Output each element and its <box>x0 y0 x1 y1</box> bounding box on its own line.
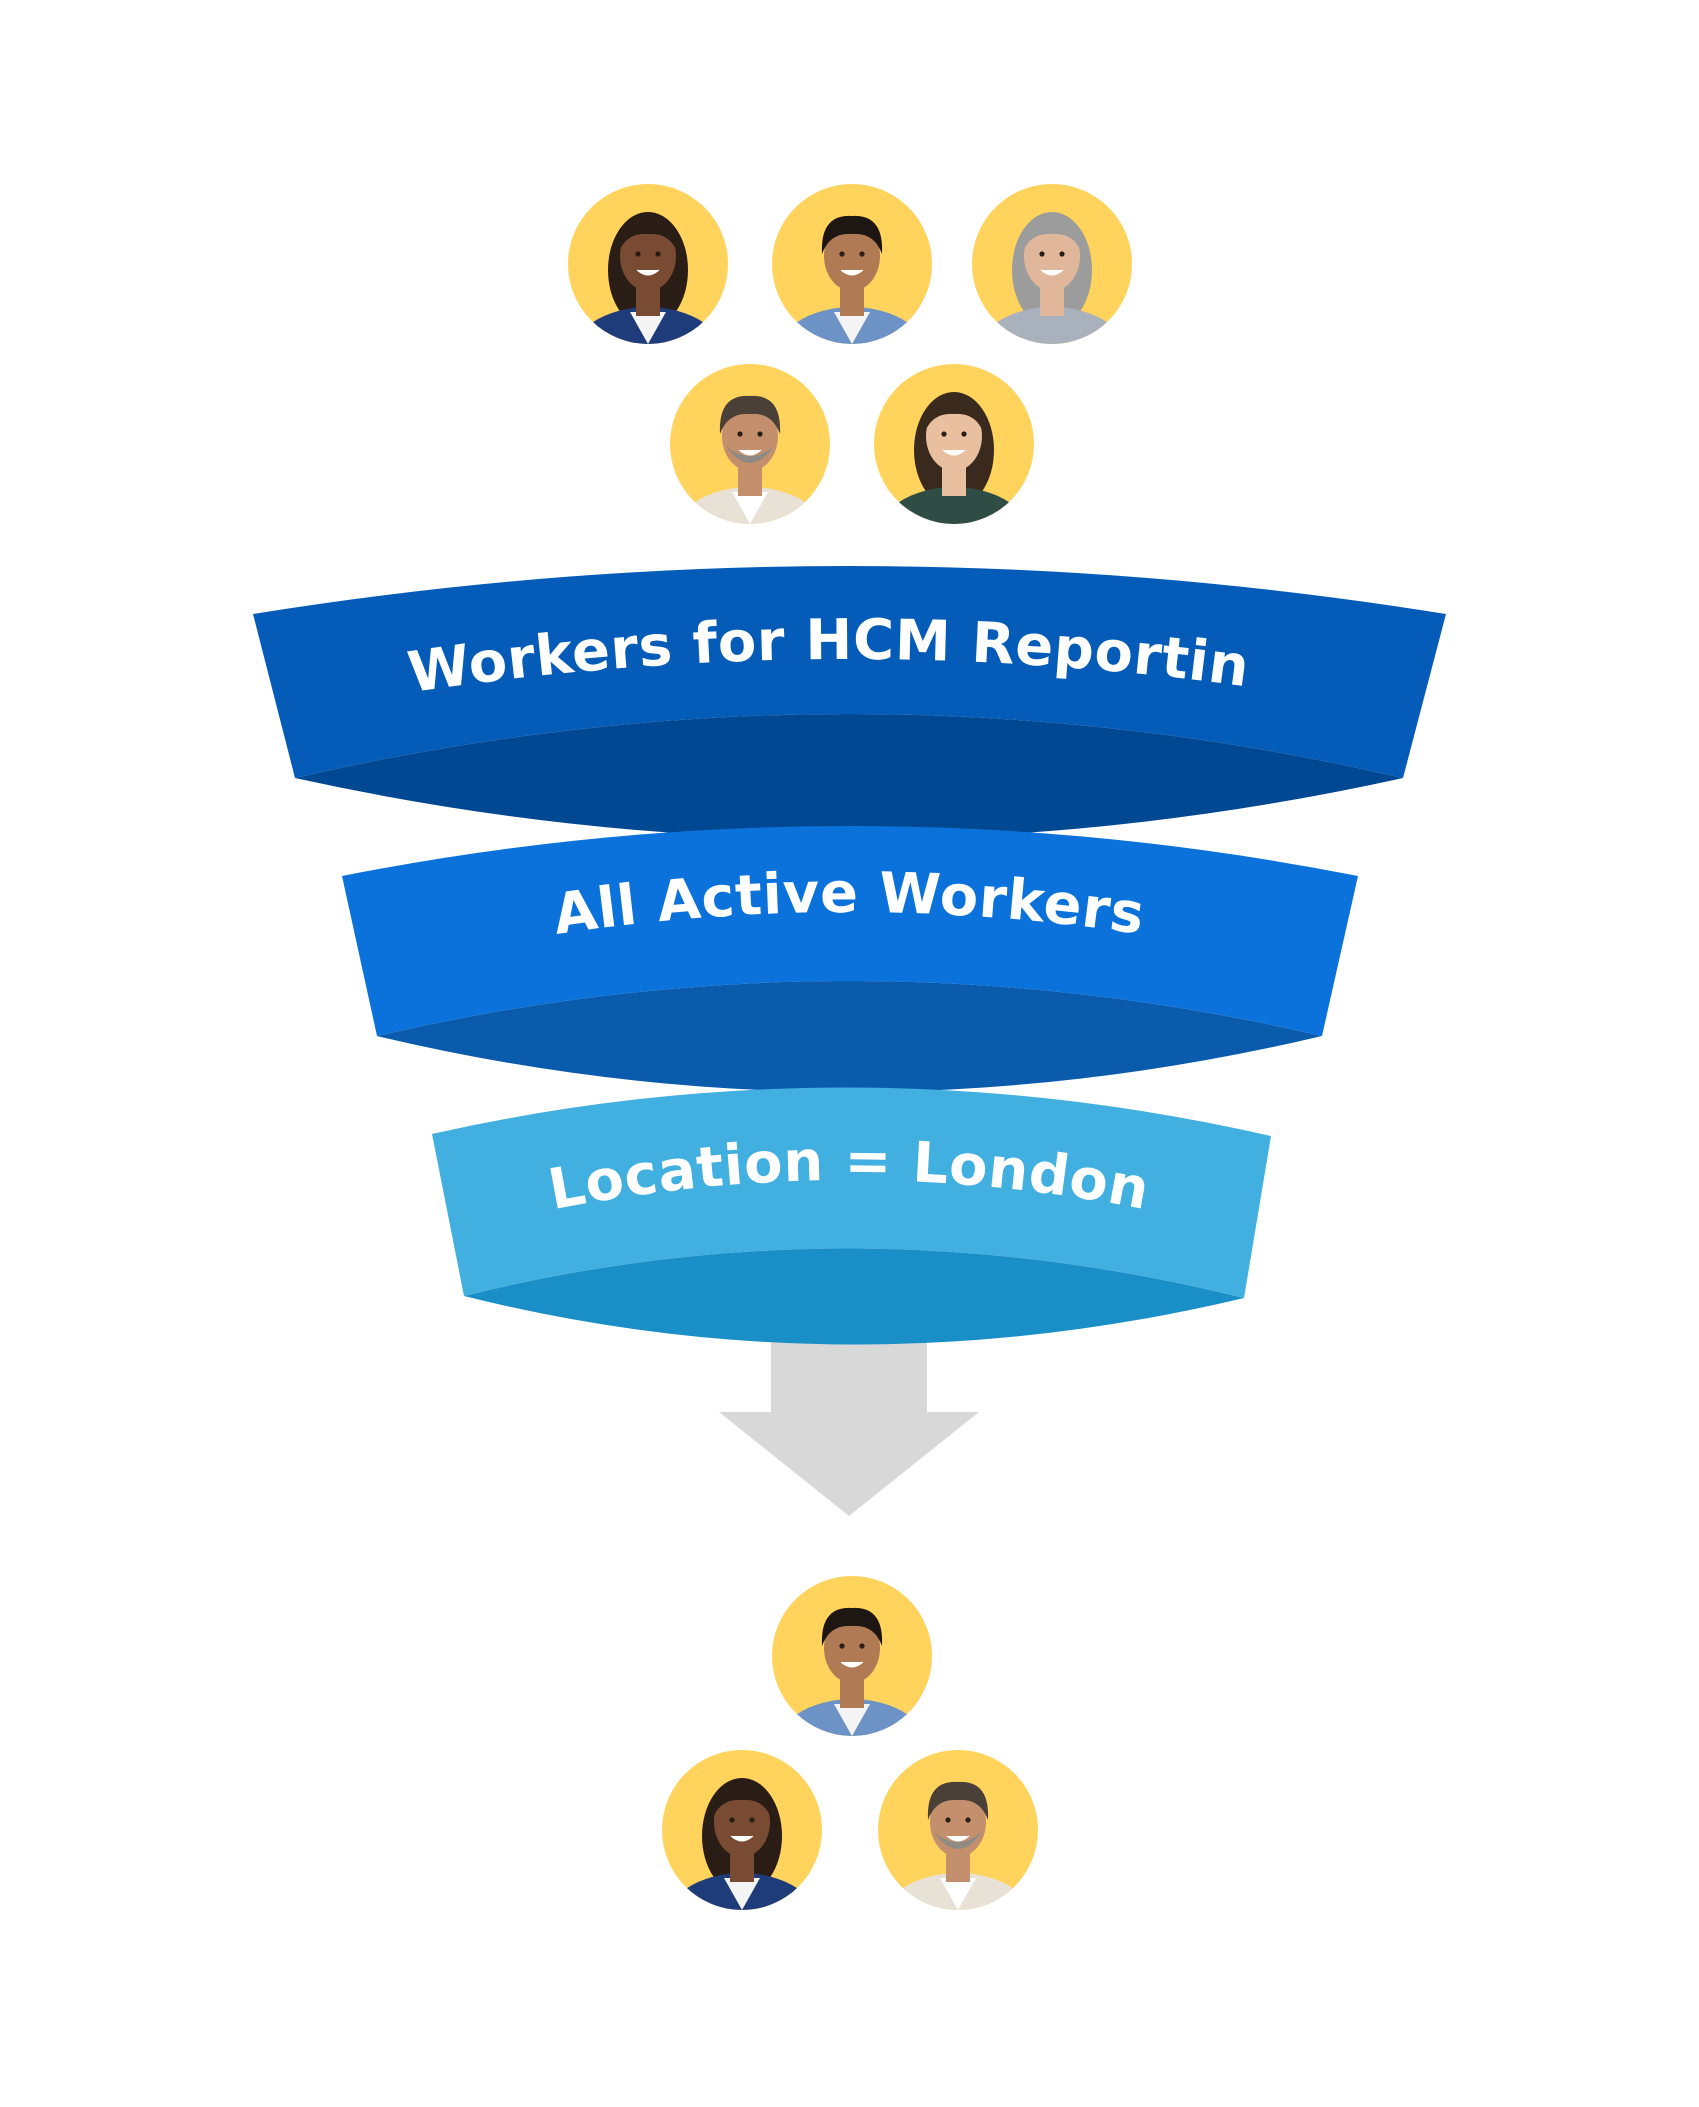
funnel-stage-2-back <box>377 981 1322 1092</box>
funnel-stage-2-front <box>342 826 1358 1036</box>
funnel-stage-3-front <box>432 1087 1271 1298</box>
person-woman-gray-hair-icon <box>972 184 1132 344</box>
person-woman-curly-hair-icon <box>662 1750 822 1910</box>
person-woman-curly-hair-icon <box>568 184 728 344</box>
funnel-stage-3: Location = London <box>432 1087 1271 1345</box>
person-woman-long-hair-icon <box>874 364 1034 524</box>
funnel-stage-1-front <box>253 566 1446 778</box>
input-people-group <box>568 184 1132 524</box>
funnel-stage-2: All Active Workers <box>342 826 1358 1092</box>
person-man-short-hair-icon <box>772 184 932 344</box>
funnel-stage-3-back <box>464 1248 1244 1345</box>
output-people-group <box>662 1576 1038 1910</box>
person-man-gray-beard-icon <box>878 1750 1038 1910</box>
person-man-short-hair-icon <box>772 1576 932 1736</box>
arrow-head <box>719 1412 979 1516</box>
funnel-stage-1-back <box>295 714 1403 839</box>
person-man-gray-beard-icon <box>670 364 830 524</box>
